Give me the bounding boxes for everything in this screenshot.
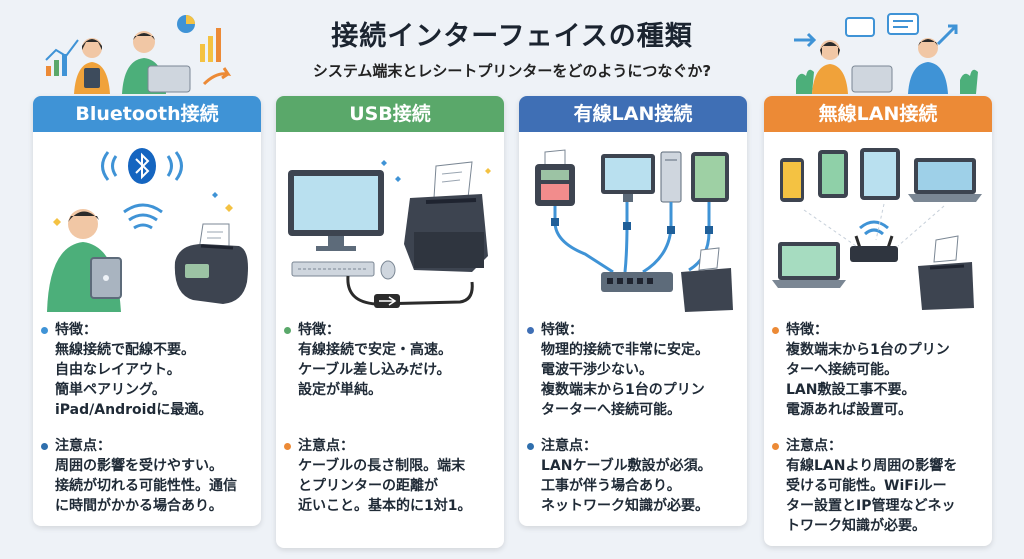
wifi-waves-icon [123, 203, 163, 230]
usb-cable-icon [346, 275, 474, 308]
cautions-label: 注意点： [55, 438, 111, 454]
smartphone-icon [780, 158, 804, 202]
features-section: 特徴： 物理的接続で非常に安定。 電波干渉少ない。 複数端末から1台のプリン タ… [519, 320, 747, 420]
caution-line: に時間がかかる場合あり。 [55, 498, 223, 514]
cautions-section: 注意点： LANケーブル敷設が必須。 工事が伴う場合あり。 ネットワーク知識が必… [519, 436, 747, 526]
bullet-dot [527, 443, 534, 450]
features-section: 特徴： 複数端末から1台のプリン ターへ接続可能。 LAN敷設工事不要。 電源あ… [764, 320, 992, 420]
feature-line: ケーブル差し込みだけ。 [298, 362, 451, 378]
people-chat-illustration [794, 13, 978, 94]
caution-line: LANケーブル敷設が必須。 [541, 458, 712, 474]
bullet-dot [41, 327, 48, 334]
feature-line: iPad/Androidに最適。 [55, 402, 213, 418]
feature-line: 電波干渉少ない。 [541, 362, 653, 378]
caution-line: 有線LANより周囲の影響を [786, 458, 958, 474]
wifi-router-icon [803, 203, 945, 262]
feature-line: 物理的接続で非常に安定。 [541, 342, 709, 358]
receipt-printer-icon [918, 235, 974, 310]
feature-line: ターへ接続可能。 [786, 362, 898, 378]
cautions-section: 注意点： 有線LANより周囲の影響を 受ける可能性。WiFiルー ター設置とIP… [764, 436, 992, 546]
network-switch-icon [601, 272, 673, 292]
wired-lan-illustration [519, 132, 747, 320]
tablet-icon [691, 152, 729, 202]
laptop-icon [908, 158, 982, 202]
person-with-tablet-icon [47, 209, 122, 312]
caution-line: ター設置とIP管理などネッ [786, 498, 956, 514]
bullet-dot [772, 443, 779, 450]
monitor-icon [601, 154, 655, 202]
smartphone-icon [818, 150, 848, 198]
feature-line: 設定が単純。 [298, 382, 382, 398]
keyboard-icon [291, 260, 396, 280]
card-title: USB接続 [276, 96, 504, 132]
caution-line: トワーク知識が必要。 [786, 518, 926, 534]
bullet-dot [527, 327, 534, 334]
feature-line: 複数端末から1台のプリン [786, 342, 950, 358]
features-label: 特徴： [786, 322, 828, 338]
features-label: 特徴： [298, 322, 340, 338]
cautions-label: 注意点： [541, 438, 597, 454]
caution-line: 受ける可能性。WiFiルー [786, 478, 947, 494]
feature-line: 自由なレイアウト。 [55, 362, 181, 378]
cautions-label: 注意点： [786, 438, 842, 454]
bluetooth-icon [101, 148, 183, 184]
caution-line: 周囲の影響を受けやすい。 [55, 458, 223, 474]
caution-line: ケーブルの長さ制限。端末 [298, 458, 466, 474]
wireless-lan-card: 無線LAN接続 [764, 96, 992, 546]
page-title: 接続インターフェイスの種類 [331, 21, 693, 52]
wireless-lan-illustration [764, 132, 992, 320]
feature-line: 無線接続で配線不要。 [55, 342, 195, 358]
laptop-icon [772, 242, 846, 288]
feature-line: 簡単ペアリング。 [55, 382, 166, 398]
bullet-dot [284, 327, 291, 334]
features-label: 特徴： [55, 322, 97, 338]
tablet-icon [860, 148, 900, 200]
caution-line: 近いこと。基本的に1対1。 [298, 498, 472, 514]
caution-line: ネットワーク知識が必要。 [541, 498, 709, 514]
feature-line: 有線接続で安定・高速。 [298, 342, 452, 358]
features-section: 特徴： 無線接続で配線不要。 自由なレイアウト。 簡単ペアリング。 iPad/A… [33, 320, 261, 420]
pc-tower-icon [660, 151, 682, 203]
features-label: 特徴： [541, 322, 583, 338]
wired-lan-card: 有線LAN接続 [519, 96, 747, 526]
usb-illustration [276, 132, 504, 320]
bullet-dot [284, 443, 291, 450]
bullet-dot [772, 327, 779, 334]
page-subtitle: システム端末とレシートプリンターをどのようにつなぐか? [312, 62, 712, 80]
receipt-printer-icon [174, 223, 248, 304]
bluetooth-card: Bluetooth接続 [33, 96, 261, 526]
lan-cables [551, 202, 713, 274]
feature-line: ターターへ接続可能。 [541, 402, 681, 418]
receipt-printer-icon [681, 247, 733, 312]
features-section: 特徴： 有線接続で安定・高速。 ケーブル差し込みだけ。 設定が単純。 [276, 320, 504, 400]
card-title: Bluetooth接続 [33, 96, 261, 132]
receipt-printer-icon [404, 161, 488, 272]
cautions-section: 注意点： ケーブルの長さ制限。端末 とプリンターの距離が 近いこと。基本的に1対… [276, 436, 504, 548]
people-chart-illustration [45, 15, 232, 94]
desktop-monitor-icon [288, 170, 384, 251]
bullet-dot [41, 443, 48, 450]
feature-line: LAN敷設工事不要。 [786, 382, 916, 398]
card-title: 無線LAN接続 [764, 96, 992, 132]
cautions-label: 注意点： [298, 438, 354, 454]
feature-line: 電源あれば設置可。 [786, 402, 912, 418]
card-title: 有線LAN接続 [519, 96, 747, 132]
feature-line: 複数端末から1台のプリン [541, 382, 705, 398]
caution-line: 接続が切れる可能性性。通信 [55, 478, 237, 494]
caution-line: とプリンターの距離が [298, 478, 438, 494]
bluetooth-illustration [33, 132, 261, 320]
cautions-section: 注意点： 周囲の影響を受けやすい。 接続が切れる可能性性。通信 に時間がかかる場… [33, 436, 261, 526]
payment-terminal-icon [535, 149, 575, 206]
usb-card: USB接続 [276, 96, 504, 548]
caution-line: 工事が伴う場合あり。 [541, 478, 681, 494]
